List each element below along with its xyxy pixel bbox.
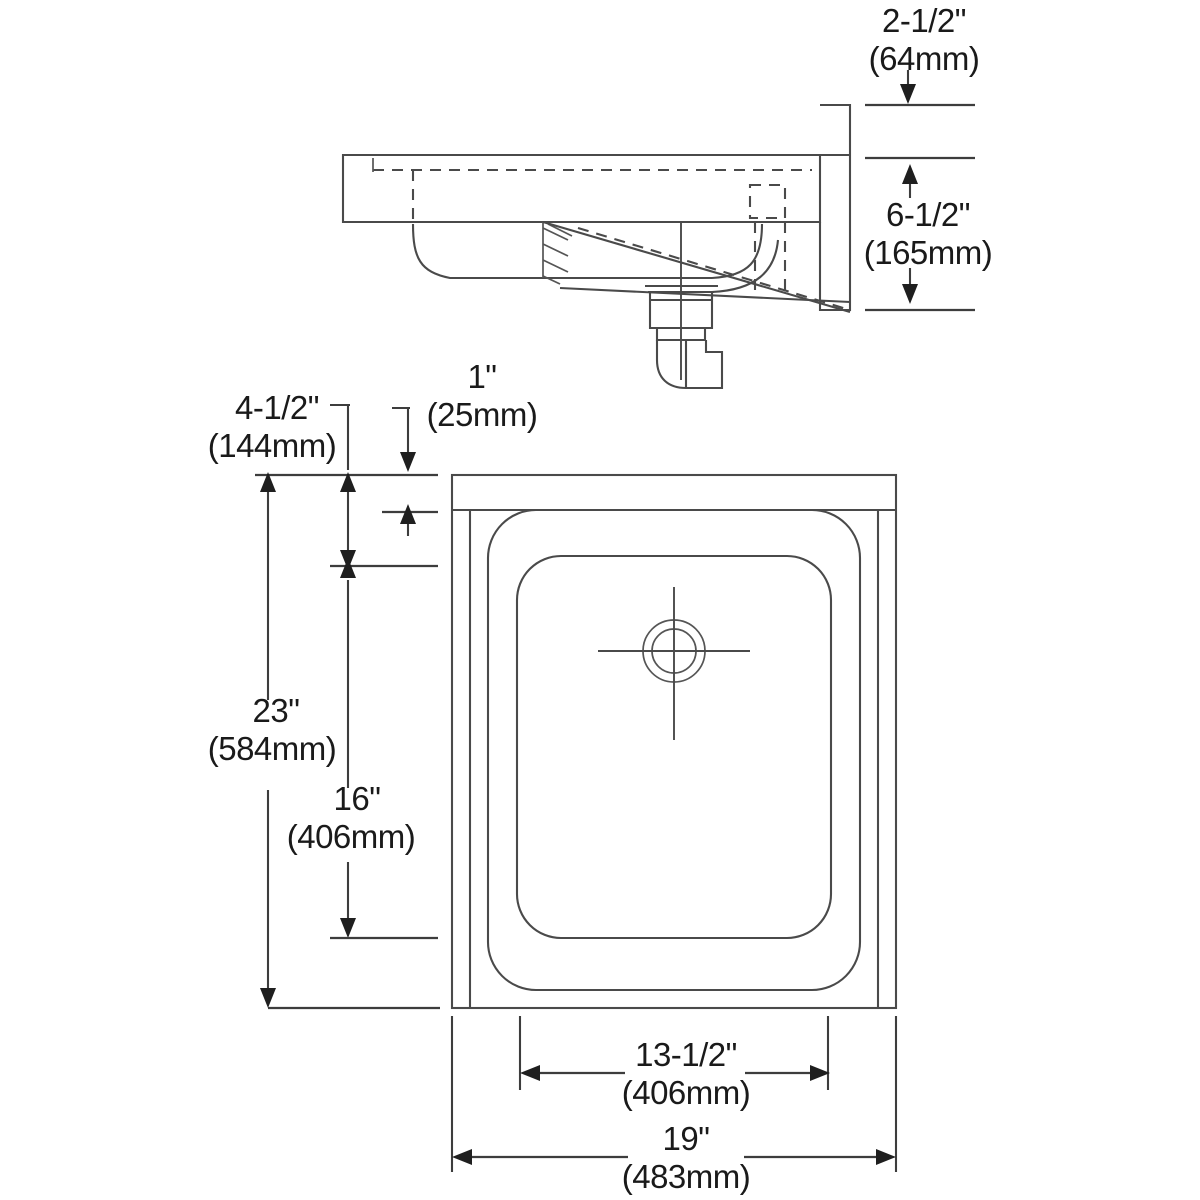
dim-bowlwidth-arrow-right	[810, 1065, 830, 1081]
dim-bowldepth-imperial-label: 6-1/2"	[886, 196, 970, 233]
dim-bowlwidth-imperial-label: 13-1/2"	[635, 1036, 737, 1073]
plan-view	[450, 473, 898, 1010]
section-hatching	[542, 222, 573, 285]
bowl-left-wall-section	[411, 223, 652, 280]
dim-backsplash-metric-label: (64mm)	[869, 40, 980, 77]
gusset-bottom-edge	[559, 286, 851, 304]
dim-overallwidth-metric-label: (483mm)	[622, 1158, 751, 1195]
gusset-top-edge	[542, 220, 851, 314]
dim-rimwidth-arrow-up	[400, 504, 416, 524]
bowl-inner-sweep	[711, 239, 780, 294]
sink-deck-profile	[341, 153, 822, 224]
dim-bowllength-imperial-label: 16"	[334, 780, 381, 817]
dim-overalldepth-metric-label: (584mm)	[208, 730, 337, 767]
dim-bowllength-arrow-down	[340, 918, 356, 938]
dim-rimoffset-imperial-label: 4-1/2"	[235, 389, 319, 426]
dim-overallwidth-arrow-right	[876, 1149, 896, 1165]
dim-overalldepth-arrow-down	[260, 988, 276, 1008]
dim-bowldepth-arrow-up	[902, 164, 918, 184]
backsplash-upright	[818, 103, 852, 312]
drain-tailpiece-hidden	[753, 222, 787, 290]
dim-rimwidth-imperial-label: 1"	[467, 358, 496, 395]
dim-bowlwidth-arrow-left	[520, 1065, 540, 1081]
sink-outer-outline	[450, 473, 898, 1010]
dim-overalldepth-arrow-up	[260, 472, 276, 492]
dim-rimoffset-metric-label: (144mm)	[208, 427, 337, 464]
plan-view-bottom-dimensions: 13-1/2" (406mm) 19" (483mm)	[450, 1016, 898, 1195]
bowl-flange-outline	[486, 508, 862, 992]
dim-overallwidth-arrow-left	[452, 1149, 472, 1165]
dim-bowlwidth-metric-label: (406mm)	[622, 1074, 751, 1111]
plan-view-left-dimensions: 4-1/2" (144mm) 1" (25mm) 23" (584mm) 16"…	[208, 358, 538, 1010]
p-trap-elbow	[655, 340, 724, 390]
dim-rimwidth-metric-label: (25mm)	[427, 396, 538, 433]
dim-backsplash-arrow	[900, 84, 916, 104]
dim-backsplash-imperial-label: 2-1/2"	[882, 2, 966, 39]
dim-rimwidth-arrow-down	[400, 452, 416, 472]
dim-rimoffset-arrow-up	[340, 472, 356, 492]
dim-bowllength-arrow-up	[340, 558, 356, 578]
dim-overalldepth-imperial-label: 23"	[253, 692, 300, 729]
drain-boss-hidden	[748, 183, 787, 220]
dim-bowldepth-metric-label: (165mm)	[864, 234, 993, 271]
bowl-right-wall-section	[711, 223, 764, 280]
dim-overallwidth-imperial-label: 19"	[663, 1120, 710, 1157]
bowl-inner-outline	[515, 554, 833, 940]
gusset-hidden-edge	[577, 226, 851, 312]
dim-bowllength-metric-label: (406mm)	[287, 818, 416, 855]
side-view-dimensions: 2-1/2" (64mm) 6-1/2" (165mm)	[864, 2, 993, 312]
side-elevation-view	[341, 103, 852, 390]
dim-bowldepth-arrow-down	[902, 284, 918, 304]
